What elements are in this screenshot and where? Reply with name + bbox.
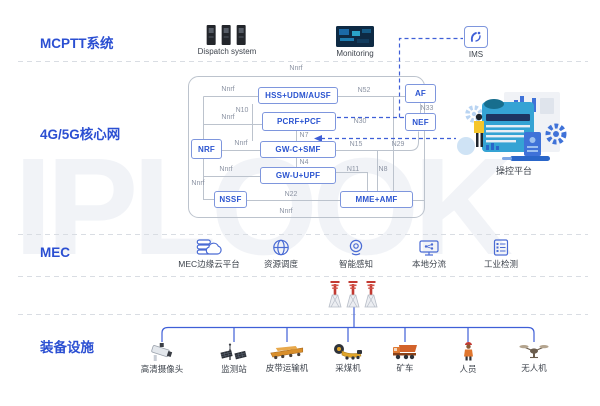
control-platform-illustration	[457, 92, 567, 161]
solar-station-icon	[220, 343, 247, 360]
row-label-mcptt: MCPTT系统	[40, 36, 114, 51]
iface-nnrf-pcrf: Nnrf	[221, 114, 235, 121]
iface-n8: N8	[378, 166, 388, 173]
ims-box	[464, 26, 488, 48]
equipment-item-belt-conveyor: 皮带运输机	[265, 344, 309, 374]
drone-icon	[519, 345, 549, 359]
mine-truck-icon	[393, 345, 417, 360]
dispatch-system-item: Dispatch system	[197, 25, 257, 56]
share-screen-icon	[419, 240, 439, 256]
edge-cloud-icon	[196, 239, 222, 255]
ims-item: IMS	[464, 26, 488, 59]
worker-icon	[463, 342, 473, 361]
iface-n10: N10	[235, 107, 249, 114]
iface-nnrf-left: Nnrf	[191, 180, 205, 187]
server-rack-icon	[207, 25, 246, 45]
iface-n22: N22	[284, 191, 298, 198]
node-nrf: NRF	[191, 139, 222, 159]
webcam-icon	[349, 239, 363, 256]
equipment-item-coal-shearer: 采煤机	[333, 342, 363, 374]
node-nssf: NSSF	[214, 191, 247, 208]
monitoring-screen-icon	[336, 26, 374, 47]
checklist-icon	[493, 239, 509, 256]
coal-shearer-icon	[334, 344, 362, 360]
mec-item-edge-cloud: MEC边缘云平台	[178, 239, 240, 270]
equipment-item-label: 监测站	[221, 364, 247, 374]
iface-n29: N29	[391, 141, 405, 148]
row-label-mec: MEC	[40, 245, 70, 260]
iface-nnrf-hss: Nnrf	[221, 86, 235, 93]
dispatch-system-label: Dispatch system	[197, 47, 257, 56]
node-pcrf-pcf: PCRF+PCF	[262, 112, 336, 131]
node-af: AF	[405, 84, 436, 103]
node-gwc-smf: GW-C+SMF	[260, 141, 336, 158]
mec-item-smart-sensing: 智能感知	[339, 239, 373, 270]
control-platform-label: 操控平台	[495, 166, 533, 176]
equipment-item-camera: 高清摄像头	[140, 343, 184, 375]
mec-item-label: MEC边缘云平台	[178, 259, 240, 269]
equipment-item-label: 高清摄像头	[140, 364, 184, 374]
row-label-core: 4G/5G核心网	[40, 127, 121, 142]
cctv-camera-icon	[151, 343, 173, 361]
node-gwu-upf: GW-U+UPF	[260, 167, 336, 184]
node-mme-amf: MME+AMF	[340, 191, 413, 208]
iface-nnrf-bottom: Nnrf	[279, 208, 293, 215]
iface-n30: N30	[353, 118, 367, 125]
equipment-item-label: 矿车	[396, 363, 414, 373]
mec-item-resource-scheduling: 资源调度	[264, 239, 298, 270]
mec-item-label: 工业检测	[483, 259, 519, 269]
iface-n7: N7	[299, 132, 309, 139]
mec-item-label: 智能感知	[338, 259, 374, 269]
ims-label: IMS	[468, 50, 484, 59]
mec-item-industrial-inspection: 工业检测	[484, 239, 518, 270]
mec-item-label: 资源调度	[263, 259, 299, 269]
equipment-item-label: 无人机	[521, 363, 547, 373]
iface-nnrf-nrf: Nnrf	[234, 140, 248, 147]
node-nef: NEF	[405, 113, 436, 131]
equipment-item-label: 人员	[459, 364, 477, 374]
iface-n11: N11	[346, 166, 360, 173]
ims-phone-icon	[470, 31, 481, 42]
mec-item-local-breakout: 本地分流	[412, 240, 446, 270]
iface-n33: N33	[420, 105, 434, 112]
mec-item-label: 本地分流	[411, 259, 447, 269]
equipment-item-monitor-station: 监测站	[220, 343, 248, 375]
monitoring-label: Monitoring	[336, 49, 374, 58]
iface-n4: N4	[299, 159, 309, 166]
iface-n52: N52	[357, 87, 371, 94]
monitoring-item: Monitoring	[336, 26, 374, 58]
iface-nnrf-gwu: Nnrf	[219, 166, 233, 173]
row-label-equipment: 装备设施	[40, 340, 94, 355]
belt-conveyor-icon	[270, 346, 304, 360]
iface-n15: N15	[349, 141, 363, 148]
equipment-item-worker: 人员	[459, 342, 477, 375]
equipment-item-label: 皮带运输机	[265, 363, 309, 373]
node-hss-udm-ausf: HSS+UDM/AUSF	[258, 87, 338, 104]
base-station-antennas-icon	[328, 281, 378, 308]
equipment-item-mine-truck: 矿车	[391, 343, 419, 374]
iface-nnrf-top: Nnrf	[289, 65, 303, 72]
equipment-item-drone: 无人机	[519, 344, 549, 374]
equipment-item-label: 采煤机	[335, 363, 361, 373]
globe-icon	[273, 239, 289, 256]
